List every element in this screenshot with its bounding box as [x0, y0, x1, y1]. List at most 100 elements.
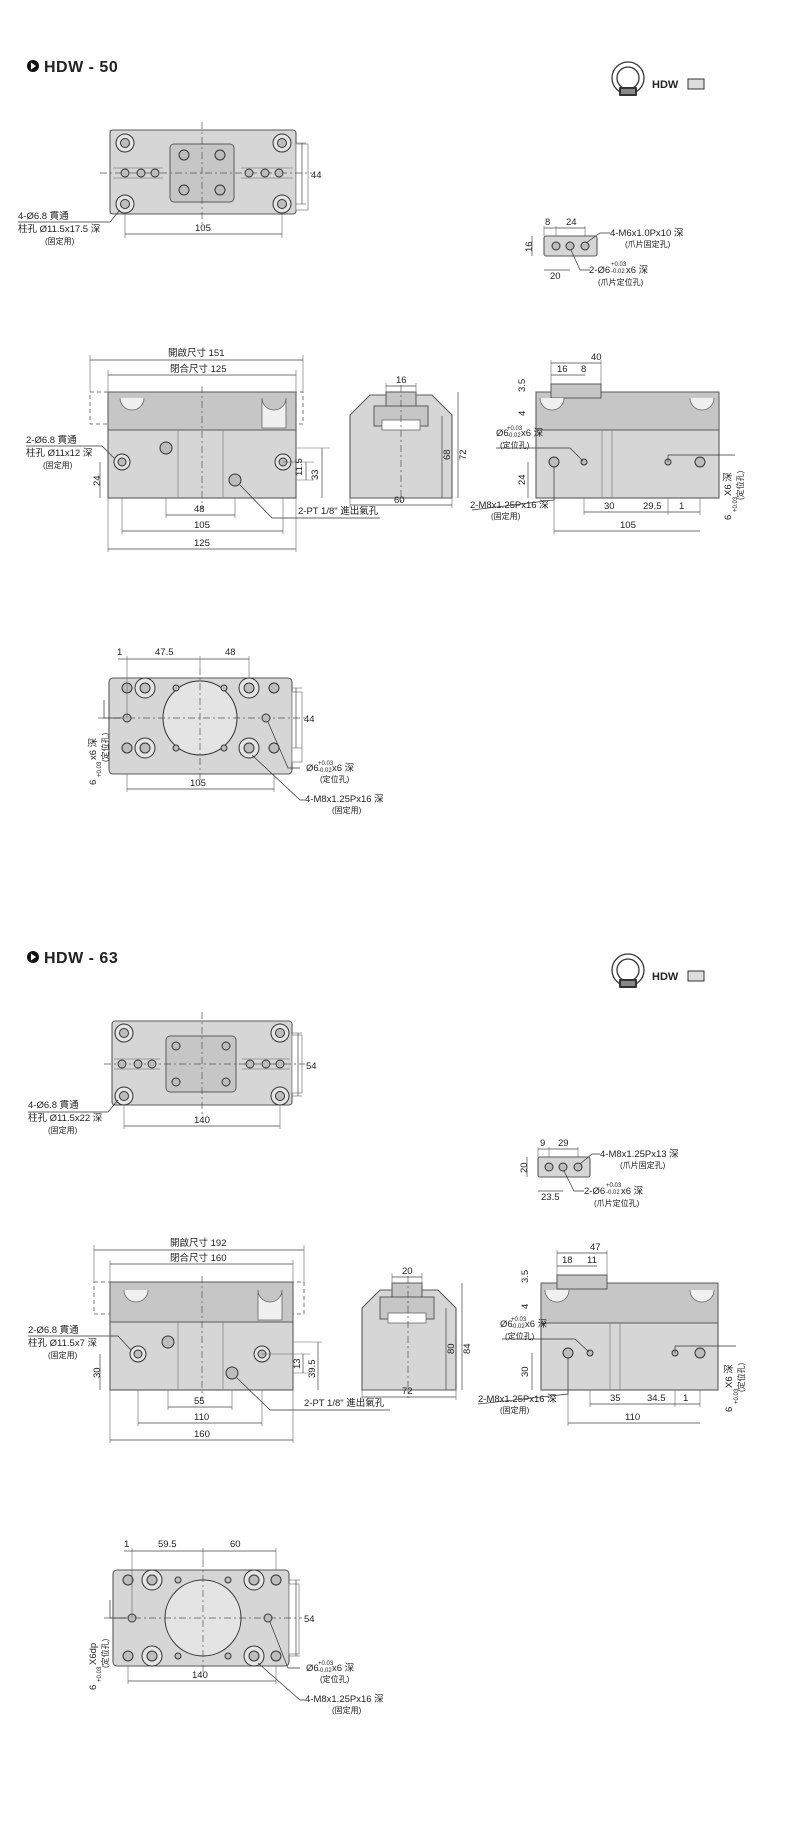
hdw50-rside-vpintail: X6 深 [723, 472, 734, 496]
hdw50-bottom-d1: 1 [117, 647, 122, 658]
hdw50-rside-pintail: x6 深 [521, 428, 544, 439]
hdw63-rside-d11: 11 [587, 1255, 597, 1266]
hdw63-bottom-vpinb: (定位孔) [100, 1638, 110, 1668]
hdw50-bottom-tap: 4-M8x1.25Px16 深 [305, 794, 384, 805]
hdw50-rside-pin-tol2: -0.02 [507, 433, 521, 439]
hdw63-top-note2: 柱孔 Ø11.5x22 深 [28, 1112, 103, 1124]
hdw50-bottom-vpin-tol: +0.03 [97, 761, 103, 777]
hdw63-front-view: 開啟尺寸 192 閉合尺寸 160 30 55 110 160 13 39.5 … [28, 1237, 390, 1443]
hdw63-side-d20: 20 [402, 1266, 413, 1277]
hdw50-rside-tapb: (固定用) [491, 511, 521, 521]
hdw50-jaw-tol2: -0.02 [611, 269, 625, 275]
hdw63-bottom-pinb: (定位孔) [320, 1674, 350, 1684]
hdw50-bottom-d475: 47.5 [155, 647, 174, 658]
hdw63-badge-icon: HDW [611, 953, 705, 988]
hdw63-jaw-note2: 2-Ø6 [584, 1186, 605, 1197]
hdw50-rside-view: 40 16 8 3.5 4 24 30 29.5 1 105 Ø6 +0.03 … [470, 352, 745, 534]
hdw50-jaw-note1b: (爪片固定孔) [625, 239, 671, 249]
hdw63-jaw-d1: 9 [540, 1138, 545, 1149]
hdw63-front-d110: 110 [194, 1412, 209, 1423]
hdw63-top-note1: 4-Ø6.8 貫通 [28, 1100, 79, 1111]
hdw63-jaw-d2: 29 [558, 1138, 569, 1149]
hdw50-jaw-note2: 2-Ø6 [589, 265, 610, 276]
hdw63-rside-pin-tol2: -0.02 [511, 1324, 525, 1330]
hdw50-front-note3: (固定用) [43, 460, 73, 470]
hdw50-section: HDW - 50 HDW 105 4 [18, 59, 745, 815]
hdw63-rside-tapb: (固定用) [500, 1405, 530, 1415]
hdw50-top-width: 105 [195, 223, 211, 234]
hdw63-rside-vpin: 6 [724, 1407, 735, 1412]
hdw50-rside-vpin: 6 [723, 515, 734, 520]
hdw63-jaw-tol2: -0.02 [606, 1190, 620, 1196]
hdw50-top-view: 105 44 4-Ø6.8 貫通 柱孔 Ø11.5x17.5 深 (固定用) [18, 122, 322, 246]
hdw63-front-d395: 39.5 [307, 1360, 318, 1379]
hdw50-rside-d24: 24 [517, 474, 528, 485]
hdw63-bottom-pintail: x6 深 [332, 1663, 355, 1674]
hdw50-rside-d40: 40 [591, 352, 602, 363]
hdw50-rside-pin: Ø6 [496, 428, 509, 439]
hdw63-rside-vpinb: (定位孔) [736, 1362, 746, 1392]
hdw50-rside-d8: 8 [581, 364, 586, 375]
hdw50-side-d68: 68 [442, 449, 453, 460]
hdw50-bottom-pin-tol: +0.03 [318, 761, 334, 767]
hdw63-jaw-note1b: (爪片固定孔) [620, 1160, 666, 1170]
hdw63-rside-d345: 34.5 [647, 1393, 666, 1404]
hdw50-rside-pinb: (定位孔) [500, 440, 530, 450]
hdw63-bottom-pin-tol2: -0.02 [318, 1668, 332, 1674]
hdw63-front-d55: 55 [194, 1396, 205, 1407]
hdw63-section: HDW - 63 HDW 140 54 4-Ø6.8 貫通 柱孔 Ø11.5x [27, 950, 746, 1715]
hdw63-rside-tap: 2-M8x1.25Px16 深 [478, 1394, 557, 1405]
hdw50-rside-vpinb: (定位孔) [735, 470, 745, 500]
hdw50-badge-icon: HDW [611, 61, 705, 96]
hdw63-rside-d35b: 35 [610, 1393, 621, 1404]
hdw50-bottom-vpin: 6 [88, 780, 99, 785]
hdw50-front-d115: 11.5 [294, 458, 305, 476]
hdw50-rside-d35: 3.5 [517, 379, 528, 392]
hdw63-badge-label: HDW [652, 971, 679, 983]
hdw50-top-height: 44 [311, 170, 322, 181]
hdw63-rside-pinb: (定位孔) [505, 1331, 535, 1341]
hdw50-rside-d1: 1 [679, 501, 684, 512]
hdw63-rside-view: 47 18 11 3.5 4 30 35 34.5 1 110 Ø6 +0.03… [477, 1242, 746, 1426]
hdw63-top-height: 54 [306, 1061, 317, 1072]
hdw63-bottom-tap: 4-M8x1.25Px16 深 [305, 1694, 384, 1705]
hdw50-rside-d295: 29.5 [643, 501, 662, 512]
hdw63-rside-d1: 1 [683, 1393, 688, 1404]
hdw63-title: HDW - 63 [27, 950, 118, 967]
hdw63-side-d80: 80 [446, 1343, 457, 1354]
hdw63-top-note3: (固定用) [48, 1125, 78, 1135]
hdw50-jaw-view: 8 24 16 20 4-M6x1.0Px10 深 (爪片固定孔) 2-Ø6 +… [524, 217, 684, 287]
hdw63-front-d13: 13 [292, 1358, 303, 1369]
hdw63-front-close: 閉合尺寸 160 [170, 1252, 227, 1264]
hdw50-jaw-d1: 8 [545, 217, 550, 228]
hdw50-title: HDW - 50 [27, 59, 118, 76]
hdw50-front-d33: 33 [310, 469, 321, 480]
hdw63-jaw-d4: 23.5 [541, 1192, 560, 1203]
hdw50-top-note1: 4-Ø6.8 貫通 [18, 211, 69, 222]
hdw63-front-note2: 柱孔 Ø11.5x7 深 [28, 1337, 97, 1349]
hdw63-front-port: 2-PT 1/8" 進出氣孔 [304, 1397, 385, 1409]
hdw63-front-note3: (固定用) [48, 1350, 78, 1360]
hdw63-bottom-tapb: (固定用) [332, 1705, 362, 1715]
hdw63-rside-d4: 4 [520, 1304, 531, 1309]
hdw50-rside-vpin-tol: +0.03 [733, 496, 739, 512]
hdw63-bottom-d60: 60 [230, 1539, 241, 1550]
hdw63-jaw-d3: 20 [519, 1162, 530, 1173]
hdw50-jaw-note2tail: x6 深 [626, 265, 649, 276]
hdw63-front-note1: 2-Ø6.8 貫通 [28, 1325, 79, 1336]
hdw50-bottom-pin: Ø6 [306, 763, 319, 774]
hdw63-rside-pin-tol: +0.03 [511, 1317, 527, 1323]
hdw50-jaw-d2: 24 [566, 217, 577, 228]
hdw50-top-note3: (固定用) [45, 236, 75, 246]
hdw50-front-note2: 柱孔 Ø11x12 深 [26, 447, 93, 459]
hdw63-bottom-view: 1 59.5 60 54 140 Ø6 +0.03 -0.02 x6 深 (定位… [88, 1539, 384, 1715]
hdw63-bottom-d1: 1 [124, 1539, 129, 1550]
hdw63-jaw-tol: +0.03 [606, 1183, 622, 1189]
hdw63-bottom-pin-tol: +0.03 [318, 1661, 334, 1667]
hdw50-bottom-tapb: (固定用) [332, 805, 362, 815]
hdw50-side-d16: 16 [396, 375, 407, 386]
hdw50-jaw-d4: 20 [550, 271, 561, 282]
hdw63-title-text: HDW - 63 [44, 950, 118, 967]
hdw63-bottom-d54: 54 [304, 1614, 315, 1625]
